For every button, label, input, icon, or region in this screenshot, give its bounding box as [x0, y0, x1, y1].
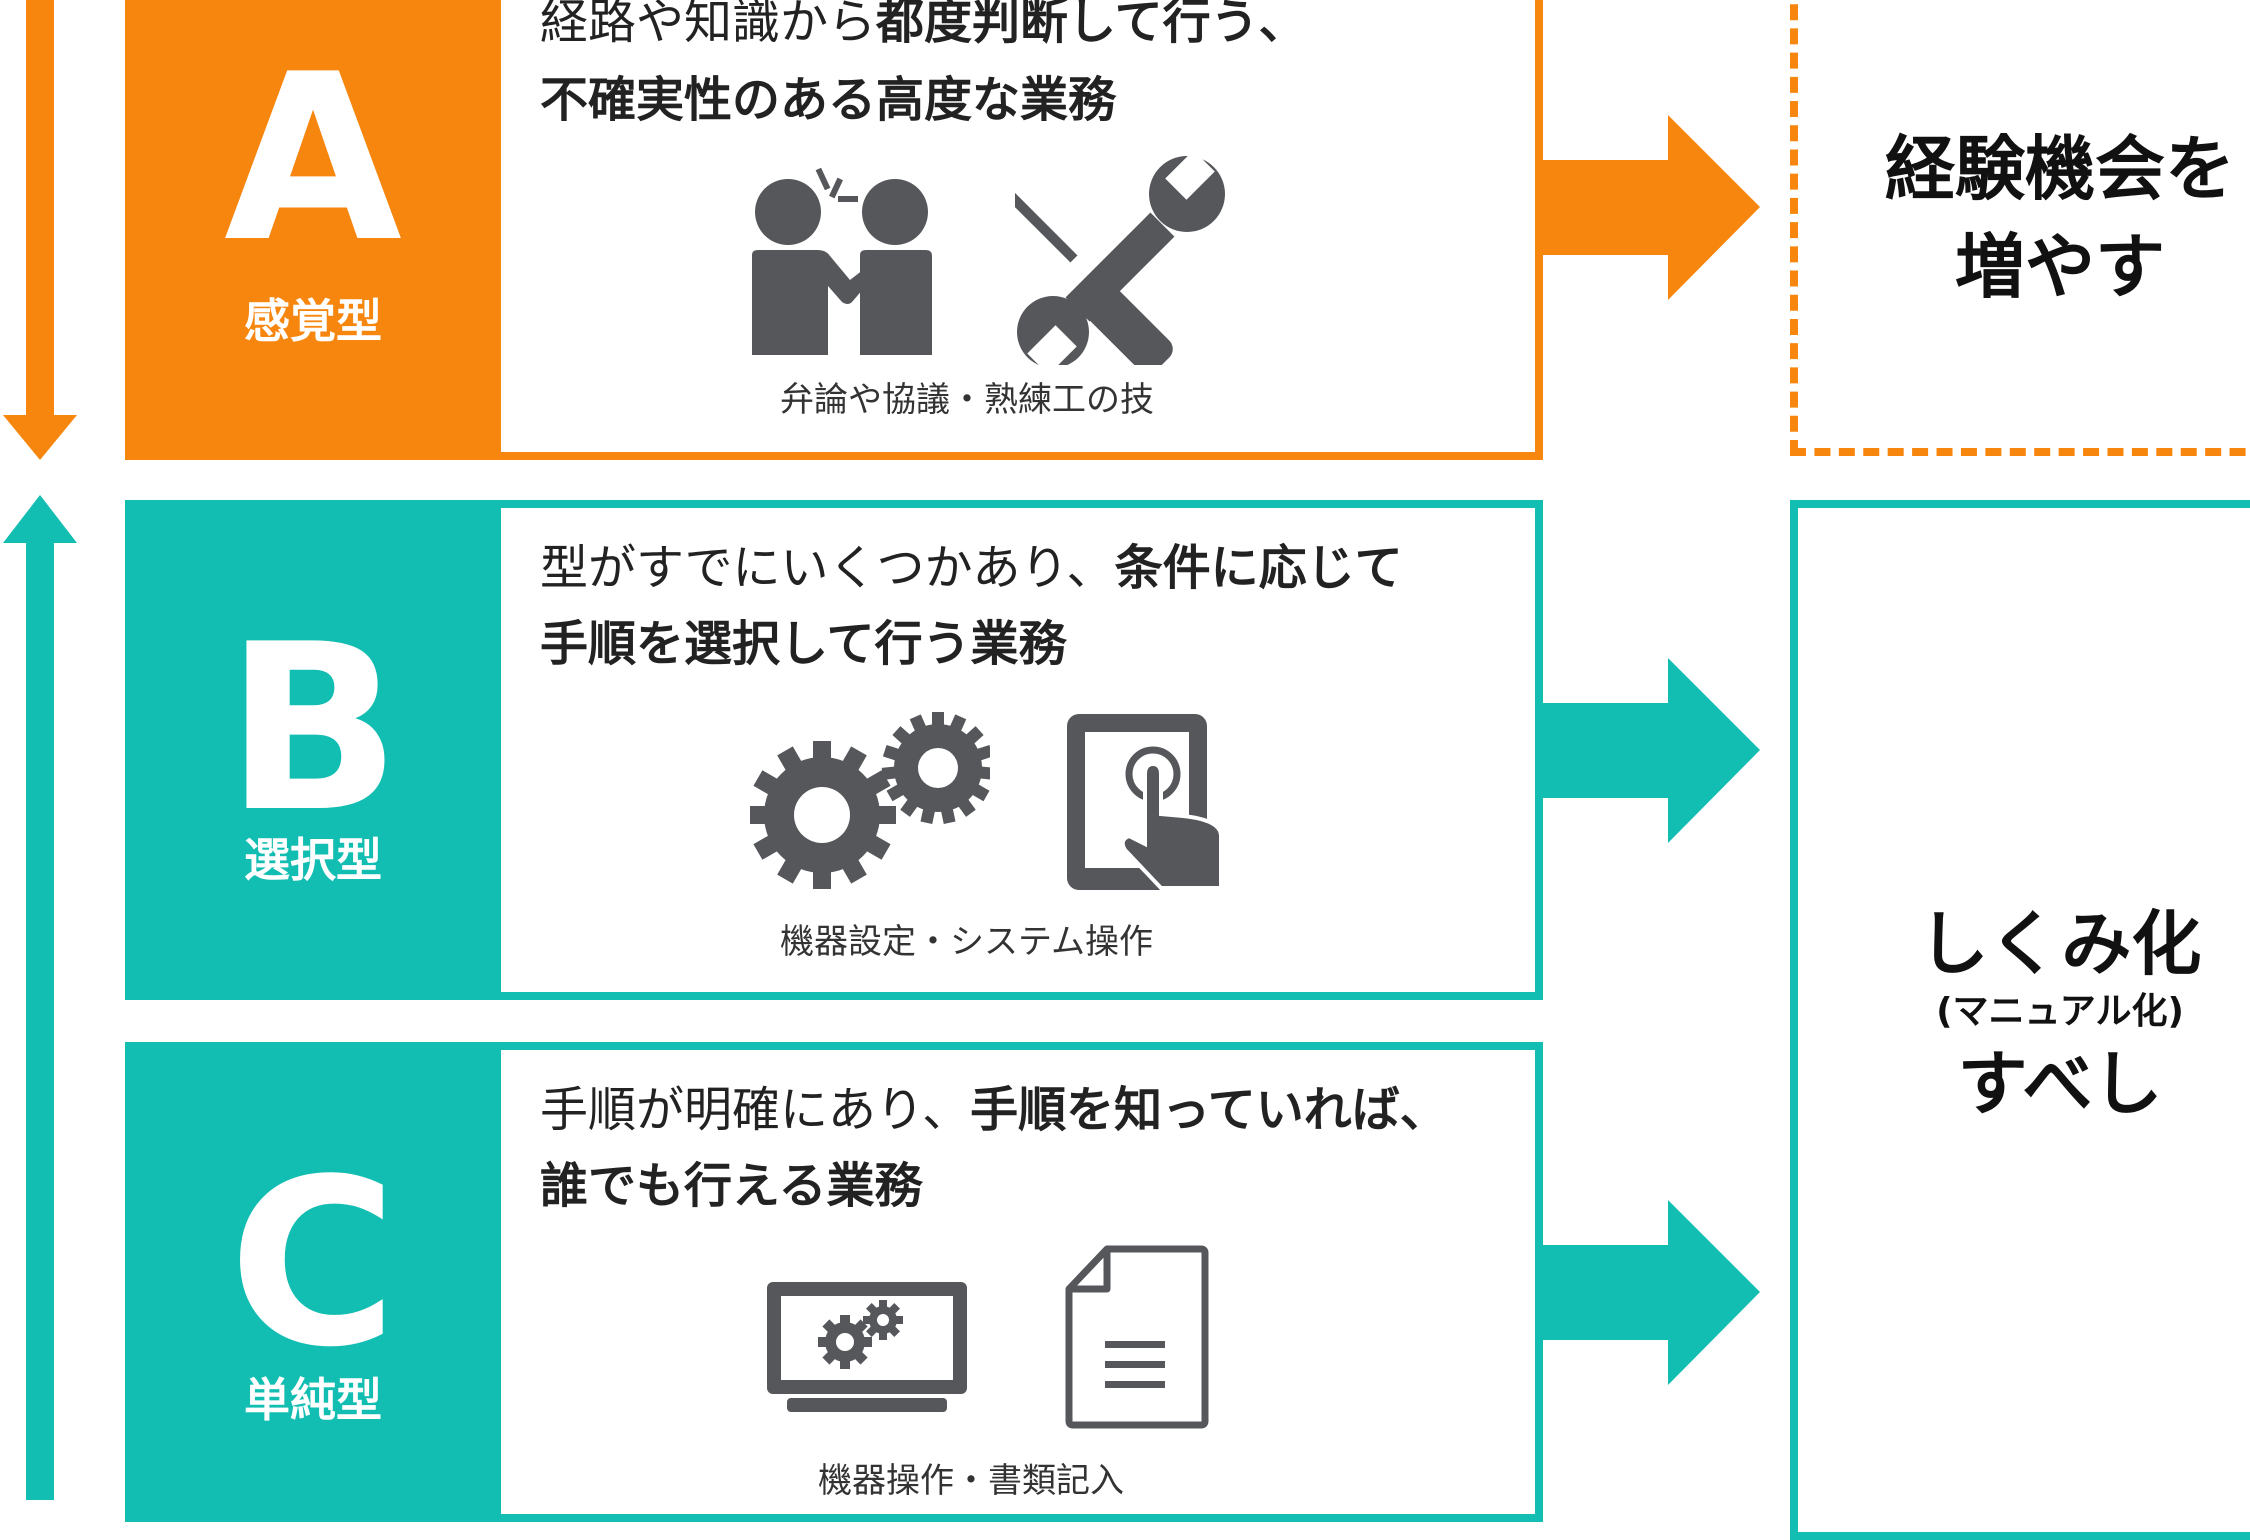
monitor-gears-icon: [767, 1282, 967, 1412]
right-arrow-a: [1540, 115, 1760, 300]
right-bottom-line1: しくみ化: [1918, 903, 2202, 985]
row-b-description-line1: 型がすでにいくつかあり、条件に応じて: [540, 542, 1403, 594]
up-arrow-teal: [3, 495, 77, 1500]
row-c-type-label: 単純型: [244, 1373, 382, 1427]
tools-icon: [1015, 150, 1225, 365]
right-top-dashed-box: [1790, 0, 2250, 456]
row-b-desc-bold: 条件に応じて: [1114, 540, 1403, 596]
right-arrow-b: [1540, 658, 1760, 843]
right-arrow-c: [1540, 1200, 1760, 1385]
right-bottom-title: しくみ化 (マニュアル化) すべし: [1850, 898, 2250, 1134]
row-b-desc-line2-bold: 手順を選択して行う業務: [540, 616, 1067, 672]
row-b-caption: 機器設定・システム操作: [780, 922, 1153, 962]
row-b-description-line2: 手順を選択して行う業務: [540, 618, 1067, 670]
row-c-description-line1: 手順が明確にあり、手順を知っていれば、: [540, 1084, 1448, 1136]
right-bottom-line3: すべし: [1957, 1043, 2163, 1125]
right-top-line2: 増やす: [1955, 226, 2165, 308]
row-a-desc-line2-bold: 不確実性のある高度な業務: [540, 72, 1117, 128]
row-c-letter: C: [228, 1131, 398, 1398]
row-c-letter-box: C 単純型: [125, 1042, 501, 1522]
row-a-letter: A: [223, 26, 402, 293]
row-a-desc-bold: 都度判断して行う、: [876, 0, 1307, 50]
discussion-people-icon: [752, 167, 932, 355]
tablet-touch-icon: [1067, 714, 1223, 890]
row-a-desc-normal: 経路や知識から: [540, 0, 877, 50]
row-a-letter-box: A 感覚型: [125, 0, 501, 460]
row-c-description-line2: 誰でも行える業務: [540, 1160, 923, 1212]
row-c-caption: 機器操作・書類記入: [818, 1461, 1124, 1501]
row-b-type-label: 選択型: [244, 833, 382, 887]
right-top-title: 経験機会を 増やす: [1850, 120, 2250, 316]
row-c-desc-line2-bold: 誰でも行える業務: [540, 1158, 923, 1214]
row-a-type-label: 感覚型: [244, 294, 382, 348]
row-b-letter: B: [225, 596, 401, 863]
row-b-letter-box: B 選択型: [125, 500, 501, 1000]
row-c-desc-bold: 手順を知っていれば、: [970, 1082, 1448, 1138]
gears-icon: [750, 712, 990, 889]
down-arrow-orange: [3, 0, 77, 460]
row-c-desc-normal: 手順が明確にあり、: [540, 1082, 971, 1138]
right-bottom-line2: (マニュアル化): [1936, 991, 2184, 1032]
right-top-line1: 経験機会を: [1885, 128, 2235, 210]
row-a-description-line1: 経路や知識から都度判断して行う、: [540, 0, 1307, 48]
document-icon: [1065, 1245, 1209, 1429]
row-a-caption: 弁論や協議・熟練工の技: [780, 380, 1154, 420]
row-b-desc-normal: 型がすでにいくつかあり、: [540, 540, 1115, 596]
row-a-description-line2: 不確実性のある高度な業務: [540, 74, 1116, 126]
